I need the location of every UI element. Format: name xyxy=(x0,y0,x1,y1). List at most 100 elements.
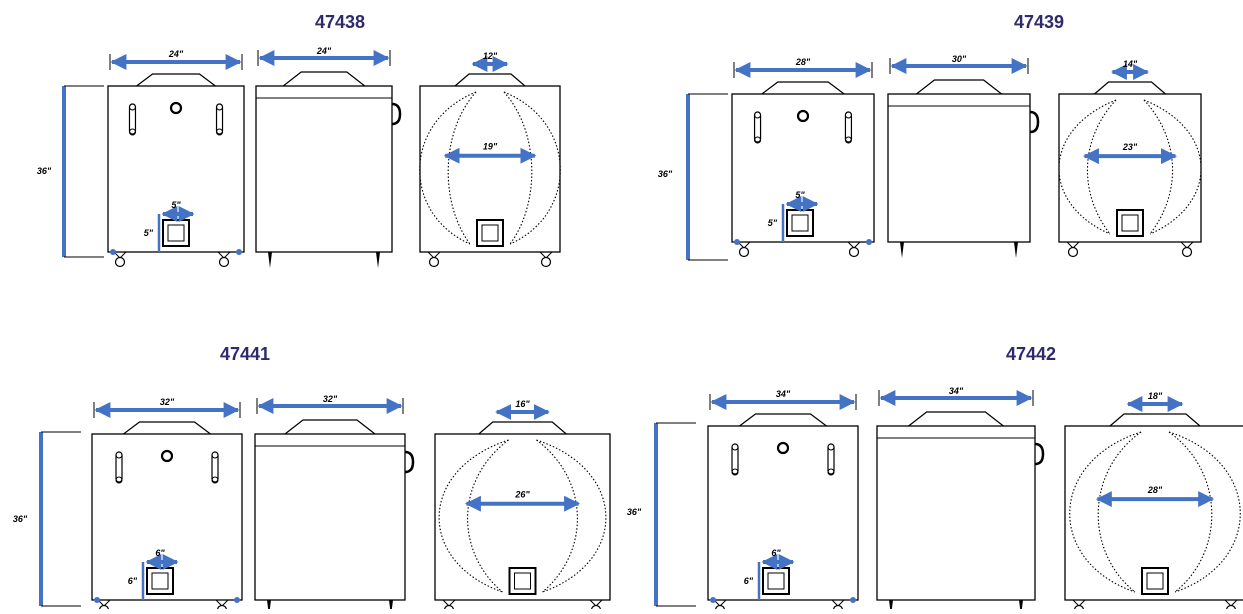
front-body xyxy=(91,433,243,601)
side-leg xyxy=(1019,600,1023,614)
side-lid xyxy=(916,79,1002,95)
caster-wheel xyxy=(738,246,750,258)
door-width-label: 6" xyxy=(155,548,165,558)
height-label: 36" xyxy=(658,169,673,179)
top-vent-hole xyxy=(796,109,810,123)
caster-bolt xyxy=(866,239,872,245)
interior-body xyxy=(434,433,611,601)
caster-wheel xyxy=(216,604,228,614)
ash-door-inner xyxy=(151,572,169,590)
model-title: 47442 xyxy=(1006,344,1056,364)
side-width-label: 32" xyxy=(323,394,338,404)
interior-door xyxy=(476,219,504,247)
model-title: 47441 xyxy=(220,344,270,364)
caster-bolt xyxy=(710,597,716,603)
caster-wheel xyxy=(428,256,440,268)
belly-label: 28" xyxy=(1147,485,1163,495)
pot-inner-right xyxy=(1168,431,1213,593)
ash-door-inner xyxy=(767,572,785,590)
interior-view: 18" 28" xyxy=(1064,391,1243,614)
interior-body xyxy=(1064,425,1243,601)
side-leg xyxy=(268,252,272,268)
front-body xyxy=(731,93,875,243)
caster-bolt xyxy=(734,239,740,245)
side-body xyxy=(887,93,1031,243)
belly-label: 23" xyxy=(1122,142,1138,152)
side-handle-icon xyxy=(391,102,402,126)
mouth-label: 12" xyxy=(483,51,498,61)
interior-view: 14"23" xyxy=(1058,59,1202,258)
side-width-label: 30" xyxy=(952,54,967,64)
mouth-label: 18" xyxy=(1148,391,1163,401)
model-title: 47439 xyxy=(1014,12,1064,32)
side-handle-icon xyxy=(1029,110,1040,134)
caster-bolt xyxy=(850,597,856,603)
door-height-label: 5" xyxy=(768,218,778,228)
interior-door xyxy=(1116,209,1144,237)
front-body xyxy=(707,425,859,601)
front-width-label: 28" xyxy=(795,57,811,67)
front-width-label: 24" xyxy=(168,49,184,59)
side-view: 32" xyxy=(254,394,415,614)
handle-knob-top xyxy=(827,443,835,451)
top-vent-hole xyxy=(160,449,174,463)
side-leg xyxy=(389,600,393,614)
side-body xyxy=(876,425,1036,601)
handle-knob-bottom xyxy=(731,468,739,476)
front-lid xyxy=(136,73,216,87)
ash-door-inner xyxy=(167,224,185,242)
ash-door xyxy=(162,219,190,247)
front-width-label: 32" xyxy=(160,397,175,407)
interior-door xyxy=(508,567,537,595)
handle-knob-top xyxy=(844,111,852,119)
pot-inner-left xyxy=(447,91,477,245)
side-body xyxy=(254,433,406,601)
front-lid xyxy=(761,81,845,95)
handle-knob-bottom xyxy=(216,128,224,136)
interior-body xyxy=(419,85,561,253)
side-view: 30" xyxy=(887,54,1040,258)
side-leg xyxy=(376,252,380,268)
handle-knob-top xyxy=(211,451,219,459)
caster-bolt xyxy=(236,249,242,255)
pot-outer-left xyxy=(438,439,509,593)
side-width-label: 34" xyxy=(949,386,964,396)
caster-wheel xyxy=(540,256,552,268)
handle-knob-top xyxy=(731,443,739,451)
caster-wheel xyxy=(1067,246,1079,258)
side-leg xyxy=(900,242,904,258)
pot-inner-left xyxy=(467,439,509,593)
caster-wheel xyxy=(98,604,110,614)
caster-wheel xyxy=(1073,604,1085,614)
caster-bolt xyxy=(234,597,240,603)
interior-lid xyxy=(1094,81,1166,95)
handle-knob-bottom xyxy=(211,476,219,484)
height-label: 36" xyxy=(37,166,52,176)
side-lid xyxy=(282,71,366,87)
interior-door-inner xyxy=(1121,214,1139,232)
handle-knob-bottom xyxy=(844,136,852,144)
caster-wheel xyxy=(114,256,126,268)
ash-door-inner xyxy=(791,214,809,232)
pot-outer-right xyxy=(503,91,561,245)
side-view: 34" xyxy=(876,386,1045,614)
front-width-label: 34" xyxy=(776,389,791,399)
front-body xyxy=(107,85,245,253)
mouth-label: 16" xyxy=(515,399,530,409)
door-height-label: 5" xyxy=(144,228,154,238)
top-vent-hole xyxy=(169,101,183,115)
handle-knob-top xyxy=(115,451,123,459)
pot-inner-left xyxy=(1097,431,1142,593)
caster-wheel xyxy=(1225,604,1237,614)
caster-bolt xyxy=(110,249,116,255)
height-label: 36" xyxy=(13,514,28,524)
front-view: 34"6"6" xyxy=(707,389,859,614)
door-height-label: 6" xyxy=(744,576,754,586)
handle-knob-bottom xyxy=(128,128,136,136)
